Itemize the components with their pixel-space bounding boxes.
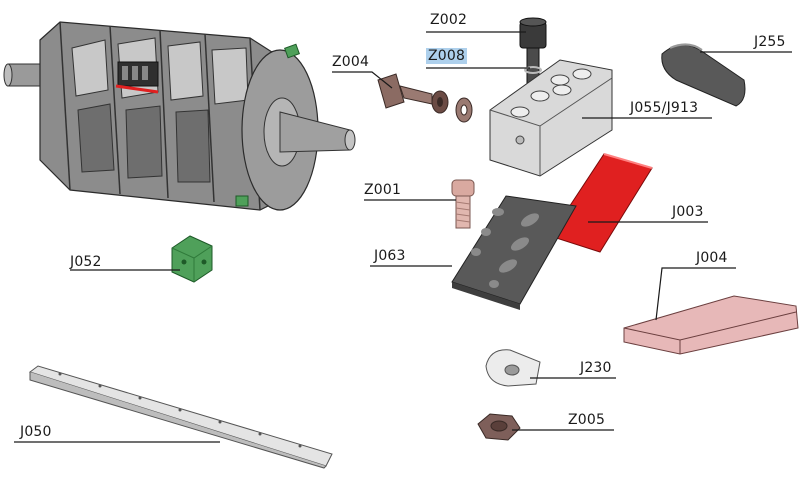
label-j055: J055/J913 bbox=[630, 100, 699, 116]
bar-j050-part bbox=[28, 365, 333, 469]
washer-j230-part bbox=[485, 349, 541, 387]
nut-z005-part bbox=[477, 413, 521, 441]
label-z001: Z001 bbox=[364, 182, 402, 198]
label-j050: J050 bbox=[20, 424, 52, 440]
label-z008: Z008 bbox=[426, 48, 468, 64]
screw-z001-part bbox=[451, 179, 475, 229]
leader-j004 bbox=[655, 267, 736, 321]
label-j052: J052 bbox=[70, 254, 102, 270]
pad-j004-part bbox=[623, 295, 799, 355]
block-j052-part bbox=[171, 235, 213, 283]
label-j004: J004 bbox=[696, 250, 728, 266]
plate-j063-part bbox=[451, 195, 577, 310]
label-z005: Z005 bbox=[568, 412, 606, 428]
bolt-z002-part bbox=[519, 17, 547, 89]
label-j003: J003 bbox=[672, 204, 704, 220]
label-z002: Z002 bbox=[430, 12, 468, 28]
label-z004: Z004 bbox=[332, 54, 370, 70]
bolt-z004-part bbox=[377, 73, 473, 123]
label-j255: J255 bbox=[754, 34, 786, 50]
label-j230: J230 bbox=[580, 360, 612, 376]
rotor-drum-assembly bbox=[3, 21, 356, 211]
label-j063: J063 bbox=[374, 248, 406, 264]
wedge-j255-part bbox=[661, 43, 746, 107]
leader-lines bbox=[14, 31, 792, 443]
holder-block-j055-part bbox=[489, 59, 613, 177]
leader-z004 bbox=[332, 71, 393, 89]
knife-j003-part bbox=[549, 153, 653, 253]
